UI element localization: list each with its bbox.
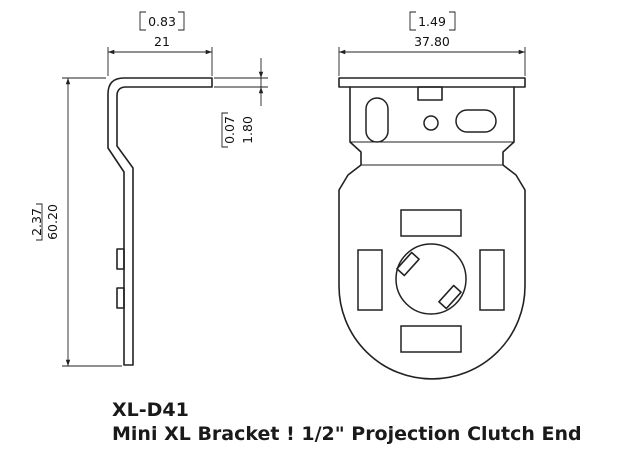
front-view-center-hole xyxy=(395,243,467,315)
side-thickness-inch-label: 0.07 xyxy=(222,116,237,144)
side-height-mm-label: 60.20 xyxy=(45,204,60,240)
side-width-mm-label: 21 xyxy=(154,34,170,49)
front-width-inch-bracket xyxy=(409,11,456,31)
side-view: 0.83 21 2.37 60.20 0.07 1.80 xyxy=(29,11,268,367)
front-view-small-hole xyxy=(423,115,439,131)
front-view: 1.49 37.80 xyxy=(338,11,526,380)
front-view-key-lower xyxy=(438,284,462,310)
front-view-window-right xyxy=(479,249,505,311)
side-height-inch-label: 2.37 xyxy=(29,208,44,236)
title-block: XL-D41 Mini XL Bracket ! 1/2" Projection… xyxy=(112,398,582,446)
side-width-inch-label: 0.83 xyxy=(148,14,176,29)
side-view-tab-lower xyxy=(116,287,125,309)
front-view-window-left xyxy=(357,249,383,311)
front-view-plate-outline xyxy=(338,86,526,380)
front-width-mm-label: 37.80 xyxy=(414,34,450,49)
side-view-tab-upper xyxy=(116,248,125,270)
front-view-slot-left xyxy=(365,97,389,143)
side-height-inch-bracket xyxy=(36,203,43,241)
front-view-window-top xyxy=(400,209,462,237)
front-view-slot-right xyxy=(455,109,497,133)
front-view-key-upper xyxy=(396,251,420,277)
side-thickness-inch-bracket xyxy=(221,112,228,148)
side-view-profile xyxy=(107,77,213,366)
product-description: Mini XL Bracket ! 1/2" Projection Clutch… xyxy=(112,423,582,445)
front-width-inch-label: 1.49 xyxy=(418,14,446,29)
front-view-top-flange xyxy=(338,77,526,88)
side-thickness-mm-label: 1.80 xyxy=(240,116,255,144)
front-view-top-tab xyxy=(417,86,443,101)
front-view-window-bottom xyxy=(400,325,462,353)
side-width-inch-bracket xyxy=(139,11,185,31)
model-number: XL-D41 xyxy=(112,399,189,421)
